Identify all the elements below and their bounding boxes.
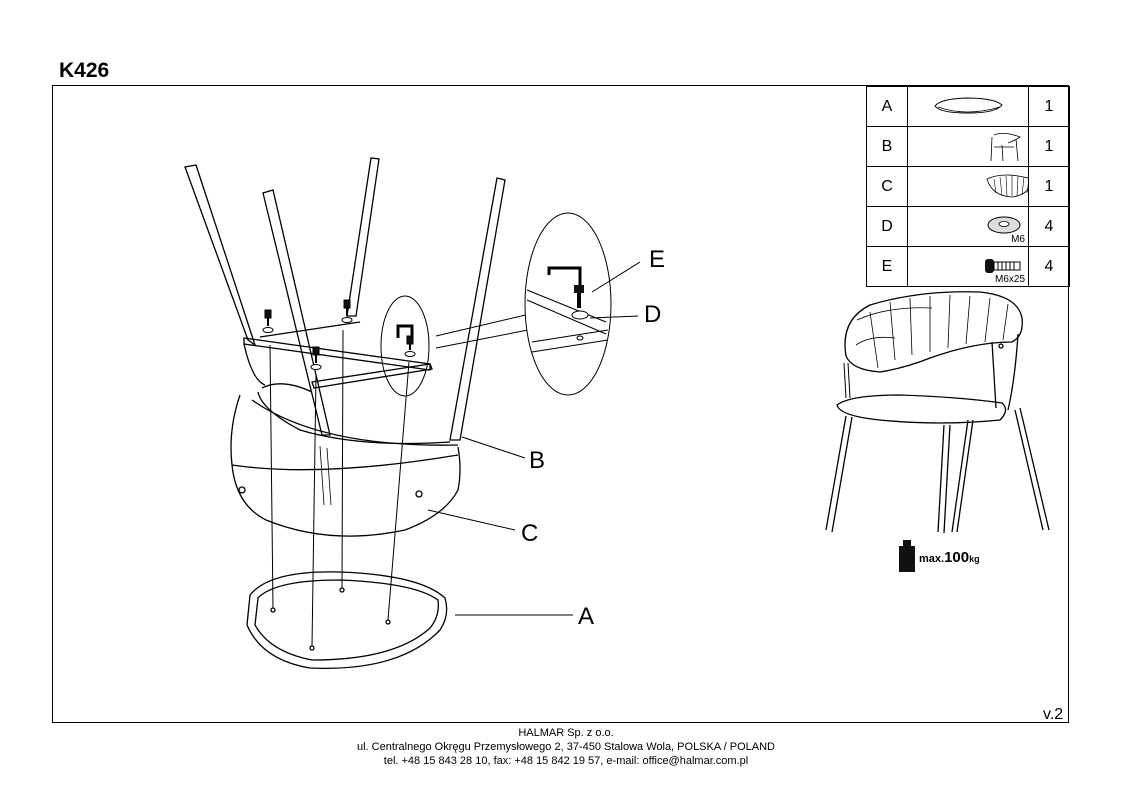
backrest-outer [230,394,461,537]
assembled-chair [825,291,1050,534]
parts-row: E M6x25 4 [866,246,1070,287]
leader-lines [427,261,641,616]
part-size: M6 [1011,234,1025,245]
seat-icon [934,97,1003,114]
frame-icon [990,133,1021,162]
part-image: M6x25 [907,246,1029,287]
rail-side [311,363,433,389]
part-qty: 1 [1028,126,1070,167]
footer: HALMAR Sp. z o.o. ul. Centralnego Okręgu… [0,726,1132,768]
part-letter: A [866,86,908,127]
label-b: B [529,447,545,474]
parts-table: A 1 B 1 C 1 D [866,86,1070,287]
max-load-value: 100 [944,549,970,566]
part-size: M6x25 [994,274,1025,285]
part-letter: C [866,166,908,207]
detail-marker [380,295,430,397]
part-image: M6 [907,206,1029,247]
footer-address: ul. Centralnego Okręgu Przemysłowego 2, … [356,741,775,753]
leg-1 [184,164,257,347]
part-qty: 4 [1028,206,1070,247]
diagram-frame [52,85,1069,723]
part-image [907,126,1029,167]
seat-cushion [246,571,448,669]
parts-row: D M6 4 [866,206,1070,247]
footer-contact: tel. +48 15 843 28 10, fax: +48 15 842 1… [383,755,749,767]
parts-row: B 1 [866,126,1070,167]
version-label: v.2 [1043,706,1064,723]
parts-row: C 1 [866,166,1070,207]
max-load-unit: kg [969,554,980,564]
parts-row: A 1 [866,86,1070,127]
leg-3 [346,157,380,317]
label-d: D [644,301,661,328]
label-c: C [521,520,538,547]
washer-icon [987,216,1021,234]
rail-front [243,337,431,371]
screw-guides [269,329,410,647]
zoom-detail [524,212,612,396]
max-load: max.100kg [919,549,980,566]
part-qty: 1 [1028,166,1070,207]
footer-company: HALMAR Sp. z o.o. [518,727,614,739]
part-letter: B [866,126,908,167]
page-title: K426 [59,59,110,82]
part-image [907,86,1029,127]
label-a: A [578,603,594,630]
part-qty: 4 [1028,246,1070,287]
screws [262,299,416,370]
weight-icon [899,540,915,572]
upside-down-chair [184,157,506,537]
bolt-icon [985,259,1021,273]
max-load-prefix: max. [919,553,945,565]
backrest-icon [986,174,1028,198]
label-e: E [649,246,665,273]
leg-4 [449,177,506,441]
leg-2 [262,189,331,436]
